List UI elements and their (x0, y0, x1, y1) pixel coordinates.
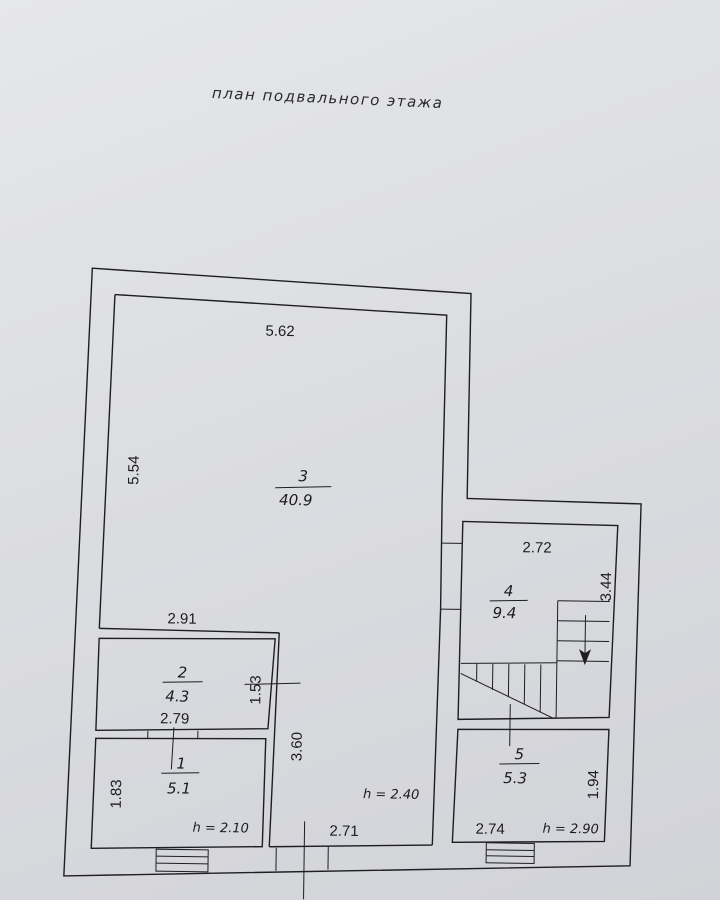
room-3-number: 3 (298, 467, 308, 485)
room-5-door-mark (509, 704, 511, 747)
room-1-number: 1 (176, 754, 186, 772)
dim-room2-side: 1.53 (247, 675, 264, 704)
room-4-area: 9.4 (492, 604, 516, 622)
room-3-label: 3 40.9 (275, 467, 332, 509)
entrance (275, 821, 329, 900)
dim-corridor-bottom: 2.71 (329, 823, 358, 840)
room-3-area: 40.9 (279, 491, 313, 509)
dim-corridor-height: 3.60 (288, 732, 305, 761)
room-1-outline (90, 737, 267, 849)
dim-room4-height: 3.44 (598, 572, 615, 601)
room-3-outline (114, 293, 448, 846)
room-5-number: 5 (514, 745, 524, 763)
room-1-label: 1 5.1 (161, 754, 200, 798)
dim-room2-top: 2.91 (167, 610, 196, 627)
room-2-number: 2 (178, 663, 188, 681)
dim-room1-top: 2.79 (160, 710, 189, 727)
room-2-outline (95, 637, 276, 732)
dim-room1-side: 1.83 (108, 779, 125, 808)
dim-room5-bottom: 2.74 (475, 821, 504, 838)
room-1-area: 5.1 (167, 779, 191, 797)
height-main: h = 2.40 (363, 787, 420, 803)
dim-room3-height: 5.54 (125, 456, 142, 485)
room-2-label: 2 4.3 (162, 663, 203, 706)
height-room1: h = 2.10 (192, 821, 249, 837)
room-3-bottom-wall (99, 627, 280, 634)
room-2-door-mark (244, 682, 301, 685)
room-4-outline (457, 520, 619, 721)
height-room5: h = 2.90 (542, 822, 599, 838)
dim-room5-side: 1.94 (585, 770, 602, 799)
room-5-label: 5 5.3 (499, 745, 540, 787)
dim-room3-width: 5.62 (265, 323, 294, 340)
window-room5 (485, 842, 535, 864)
room-4-label: 4 9.4 (489, 582, 528, 622)
corridor-left-wall (268, 632, 280, 847)
staircase (460, 600, 610, 720)
room-5-area: 5.3 (503, 769, 527, 787)
room-2-area: 4.3 (165, 687, 189, 705)
room-5-outline (451, 728, 610, 844)
window-room1 (155, 848, 209, 873)
outer-wall (63, 267, 642, 877)
room-4-number: 4 (504, 582, 514, 600)
dim-room4-width: 2.72 (522, 539, 551, 556)
room-3-left-wall (98, 294, 116, 629)
room-1-door-mark (170, 727, 175, 770)
corridor-bottom-wall (269, 844, 433, 848)
